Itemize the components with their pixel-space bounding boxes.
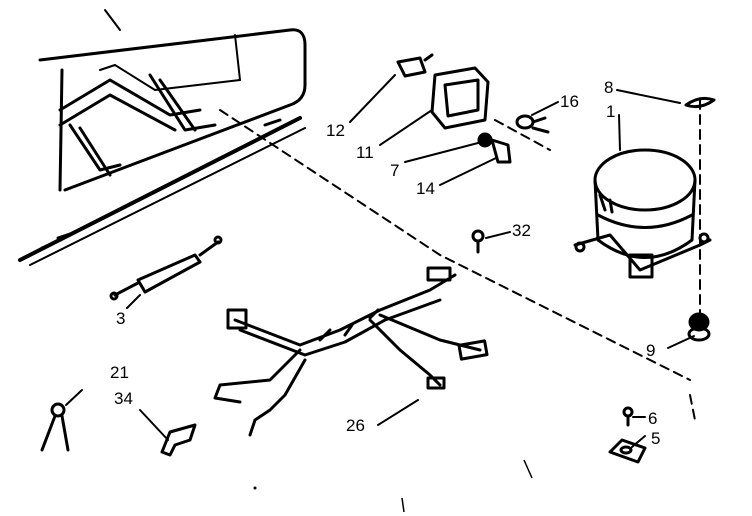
label-7: 7 <box>390 161 399 180</box>
relay-drawing <box>477 132 512 164</box>
label-11: 11 <box>356 143 374 162</box>
label-34: 34 <box>114 389 133 408</box>
label-3: 3 <box>116 309 125 328</box>
relay-cover-drawing <box>430 66 490 130</box>
mounting-clip-drawing <box>608 438 647 464</box>
label-6: 6 <box>648 409 657 428</box>
compressor-drawing <box>573 148 712 279</box>
wiring-harness-drawing <box>213 266 489 437</box>
label-1: 1 <box>606 102 615 121</box>
label-21: 21 <box>110 363 129 382</box>
label-12: 12 <box>326 121 345 140</box>
label-8: 8 <box>604 78 613 97</box>
cabinet-drawing <box>18 9 307 266</box>
dashed-guide-line <box>219 99 701 421</box>
drier-drawing <box>109 235 223 301</box>
part-labels: 12 11 7 14 16 8 1 32 3 9 21 34 6 5 26 <box>110 78 660 448</box>
tie-21-drawing <box>40 402 70 452</box>
label-5: 5 <box>651 429 660 448</box>
label-26: 26 <box>346 416 365 435</box>
label-16: 16 <box>560 92 579 111</box>
label-32: 32 <box>512 221 531 240</box>
overload-drawing <box>515 114 550 134</box>
grommet-drawing <box>687 312 711 342</box>
screw-6-drawing <box>622 406 634 427</box>
label-14: 14 <box>416 179 435 198</box>
leader-lines <box>65 74 695 448</box>
clip-8-drawing <box>684 96 716 109</box>
screw-32-drawing <box>471 229 485 254</box>
retainer-drawing <box>396 53 434 78</box>
bracket-34-drawing <box>160 423 197 457</box>
label-9: 9 <box>646 341 655 360</box>
scan-specks <box>253 459 533 513</box>
